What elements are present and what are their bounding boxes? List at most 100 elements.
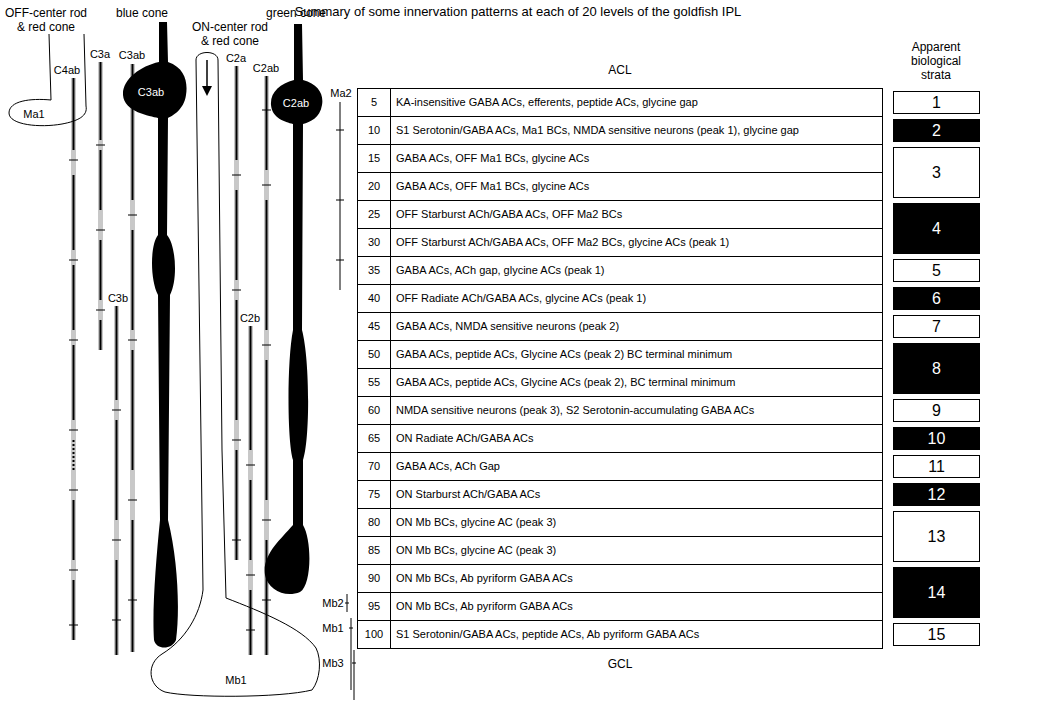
c3b-segments <box>116 306 118 655</box>
stratum-box: 4 <box>893 203 980 254</box>
c2a-bar <box>234 66 239 560</box>
stratum-number: 2 <box>932 122 941 140</box>
c2a-segments <box>236 66 238 560</box>
c4ab-dotted <box>73 440 75 470</box>
c4ab-ticks <box>69 160 78 625</box>
table-row: 55GABA ACs, peptide ACs, Glycine ACs (pe… <box>357 368 883 397</box>
c3a-ticks <box>96 145 105 310</box>
stratum-box: 8 <box>893 343 980 394</box>
stratum-box: 1 <box>893 91 980 114</box>
row-text: NMDA sensitive neurons (peak 3), S2 Sero… <box>391 397 882 424</box>
c3b-ticks <box>112 410 121 620</box>
stratum-number: 15 <box>928 626 946 644</box>
column-header: Apparent biological strata <box>901 40 971 82</box>
level-number: 100 <box>358 621 391 648</box>
stratum-number: 10 <box>928 430 946 448</box>
off-center-outline <box>9 34 86 126</box>
row-text: OFF Starburst ACh/GABA ACs, OFF Ma2 BCs <box>391 201 882 228</box>
table-row: 50GABA ACs, peptide ACs, Glycine ACs (pe… <box>357 340 883 369</box>
terminal-label: Ma1 <box>23 108 44 121</box>
green-cone-shape <box>265 24 323 594</box>
table-row: 5KA-insensitive GABA ACs, efferents, pep… <box>357 88 883 117</box>
level-number: 30 <box>358 229 391 256</box>
stratum-number: 6 <box>932 290 941 308</box>
row-text: GABA ACs, ACh gap, glycine ACs (peak 1) <box>391 257 882 284</box>
stratum-box: 3 <box>893 147 980 198</box>
arrow-head <box>202 86 212 96</box>
row-text: ON Mb BCs, Ab pyriform GABA ACs <box>391 593 882 620</box>
table-row: 45GABA ACs, NMDA sensitive neurons (peak… <box>357 312 883 341</box>
table-row: 75ON Starburst ACh/GABA ACs <box>357 480 883 509</box>
cell-label: blue cone <box>116 6 168 20</box>
row-text: GABA ACs, peptide ACs, Glycine ACs (peak… <box>391 341 882 368</box>
stratum-number: 1 <box>932 94 941 112</box>
cell-label: ON-center rod & red cone <box>188 20 272 48</box>
stratum-number: 12 <box>928 486 946 504</box>
terminal-label: C2b <box>240 312 260 325</box>
stratum-box: 2 <box>893 119 980 142</box>
cell-label: green cone <box>266 6 326 20</box>
row-text: ON Mb BCs, glycine AC (peak 3) <box>391 509 882 536</box>
row-text: GABA ACs, NMDA sensitive neurons (peak 2… <box>391 313 882 340</box>
stratum-number: 9 <box>932 402 941 420</box>
stratum-box: 14 <box>893 567 980 618</box>
mb-brackets <box>345 594 356 700</box>
c2b-segments <box>250 326 252 655</box>
table-row: 85ON Mb BCs, glycine AC (peak 3) <box>357 536 883 565</box>
table-row: 80ON Mb BCs, glycine AC (peak 3) <box>357 508 883 537</box>
c2ab-ticks <box>262 110 271 600</box>
on-center-arrow <box>202 60 212 96</box>
level-number: 20 <box>358 173 391 200</box>
stratum-number: 11 <box>928 458 945 476</box>
c3ab-bar <box>130 64 135 652</box>
table-row: 90ON Mb BCs, Ab pyriform GABA ACs <box>357 564 883 593</box>
layer-label: GCL <box>608 657 633 671</box>
table-row: 25OFF Starburst ACh/GABA ACs, OFF Ma2 BC… <box>357 200 883 229</box>
table-row: 35GABA ACs, ACh gap, glycine ACs (peak 1… <box>357 256 883 285</box>
stratum-number: 7 <box>932 318 941 336</box>
stratum-number: 14 <box>928 584 946 602</box>
c4ab-bar <box>71 78 76 640</box>
level-number: 45 <box>358 313 391 340</box>
c3a-bar <box>98 62 103 350</box>
table-row: 15GABA ACs, OFF Ma1 BCs, glycine ACs <box>357 144 883 173</box>
level-number: 25 <box>358 201 391 228</box>
terminal-label: C2ab <box>283 97 309 110</box>
table-row: 70GABA ACs, ACh Gap <box>357 452 883 481</box>
row-text: GABA ACs, OFF Ma1 BCs, glycine ACs <box>391 173 882 200</box>
table-row: 65ON Radiate ACh/GABA ACs <box>357 424 883 453</box>
terminal-label: C2ab <box>253 62 279 75</box>
arrow-shaft <box>206 60 208 88</box>
row-text: S1 Serotonin/GABA ACs, peptide ACs, Ab p… <box>391 621 882 648</box>
level-number: 35 <box>358 257 391 284</box>
table-row: 95ON Mb BCs, Ab pyriform GABA ACs <box>357 592 883 621</box>
table-row: 10S1 Serotonin/GABA ACs, Ma1 BCs, NMDA s… <box>357 116 883 145</box>
terminal-label: C3ab <box>119 49 145 62</box>
level-number: 60 <box>358 397 391 424</box>
table-row: 30OFF Starburst ACh/GABA ACs, OFF Ma2 BC… <box>357 228 883 257</box>
mb-ticks <box>345 603 356 663</box>
terminal-label: C4ab <box>54 64 80 77</box>
terminal-label: Mb1 <box>225 674 246 687</box>
level-number: 5 <box>358 89 391 116</box>
level-number: 50 <box>358 341 391 368</box>
stratum-box: 13 <box>893 511 980 562</box>
layer-label: ACL <box>608 63 631 77</box>
level-number: 95 <box>358 593 391 620</box>
blue-cone-shape <box>123 22 187 648</box>
terminal-label: C3ab <box>138 86 164 99</box>
row-text: GABA ACs, peptide ACs, Glycine ACs (peak… <box>391 369 882 396</box>
level-number: 15 <box>358 145 391 172</box>
cell-label: OFF-center rod & red cone <box>4 6 88 34</box>
stratum-box: 15 <box>893 623 980 646</box>
row-text: GABA ACs, OFF Ma1 BCs, glycine ACs <box>391 145 882 172</box>
stratum-number: 5 <box>932 262 941 280</box>
row-text: ON Mb BCs, Ab pyriform GABA ACs <box>391 565 882 592</box>
table-row: 40OFF Radiate ACh/GABA ACs, glycine ACs … <box>357 284 883 313</box>
level-number: 75 <box>358 481 391 508</box>
stratum-box: 11 <box>893 455 980 478</box>
table-row: 100S1 Serotonin/GABA ACs, peptide ACs, A… <box>357 620 883 649</box>
terminal-label: Mb1 <box>322 622 343 635</box>
terminal-label: Ma2 <box>330 87 351 100</box>
stratum-number: 3 <box>932 164 941 182</box>
